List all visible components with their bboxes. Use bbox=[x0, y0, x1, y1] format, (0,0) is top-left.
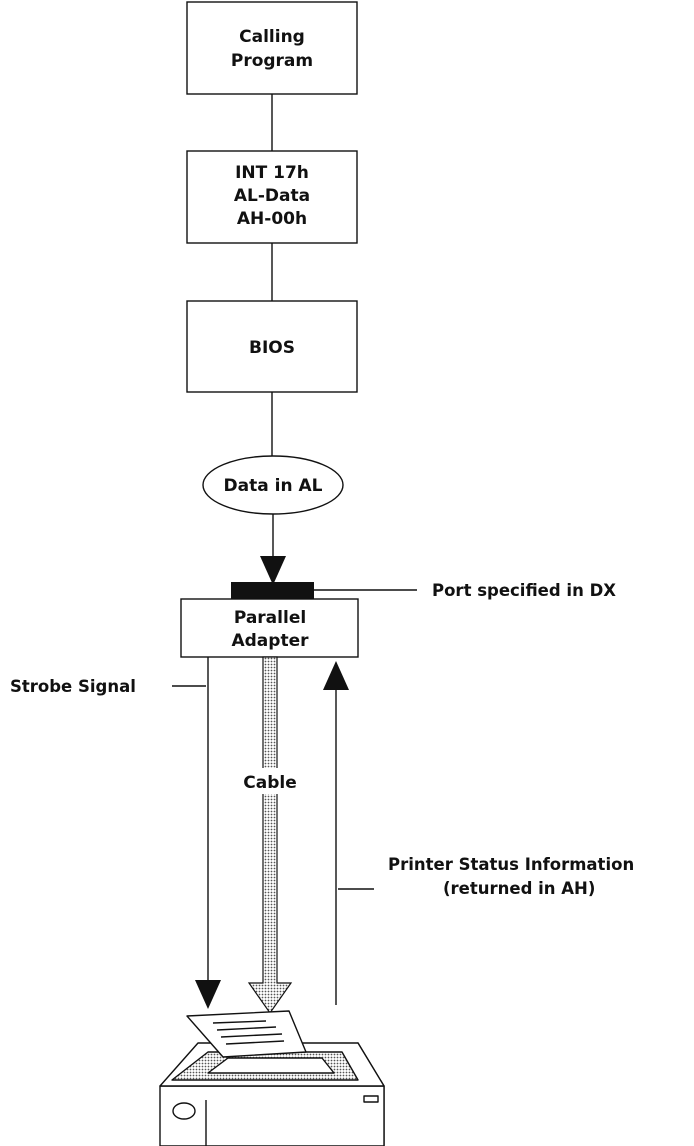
int17h-line2: AL-Data bbox=[234, 186, 310, 206]
status-arrowhead bbox=[323, 661, 349, 690]
parallel-adapter-line1: Parallel bbox=[234, 608, 306, 628]
calling-program-line2: Program bbox=[231, 51, 313, 71]
port-block bbox=[231, 582, 314, 599]
cable-label: Cable bbox=[243, 773, 296, 793]
data-in-al-label: Data in AL bbox=[224, 476, 323, 496]
data-arrowhead bbox=[260, 556, 286, 585]
calling-program-node: Calling Program bbox=[187, 2, 357, 94]
port-label: Port specified in DX bbox=[432, 581, 616, 600]
data-in-al-node: Data in AL bbox=[203, 456, 343, 514]
bios-node: BIOS bbox=[187, 301, 357, 392]
printer-icon bbox=[160, 1043, 384, 1146]
strobe-arrowhead bbox=[195, 980, 221, 1009]
status-label-line2: (returned in AH) bbox=[443, 879, 595, 898]
parallel-adapter-line2: Adapter bbox=[231, 631, 309, 651]
int17h-node: INT 17h AL-Data AH-00h bbox=[187, 151, 357, 243]
int17h-line3: AH-00h bbox=[237, 209, 307, 229]
strobe-label: Strobe Signal bbox=[10, 677, 136, 696]
int17h-line1: INT 17h bbox=[235, 163, 309, 183]
parallel-adapter-node: Parallel Adapter bbox=[181, 599, 358, 657]
bios-label: BIOS bbox=[249, 338, 295, 358]
status-label-line1: Printer Status Information bbox=[388, 855, 634, 874]
calling-program-line1: Calling bbox=[239, 27, 305, 47]
cable-arrow bbox=[249, 657, 291, 1013]
